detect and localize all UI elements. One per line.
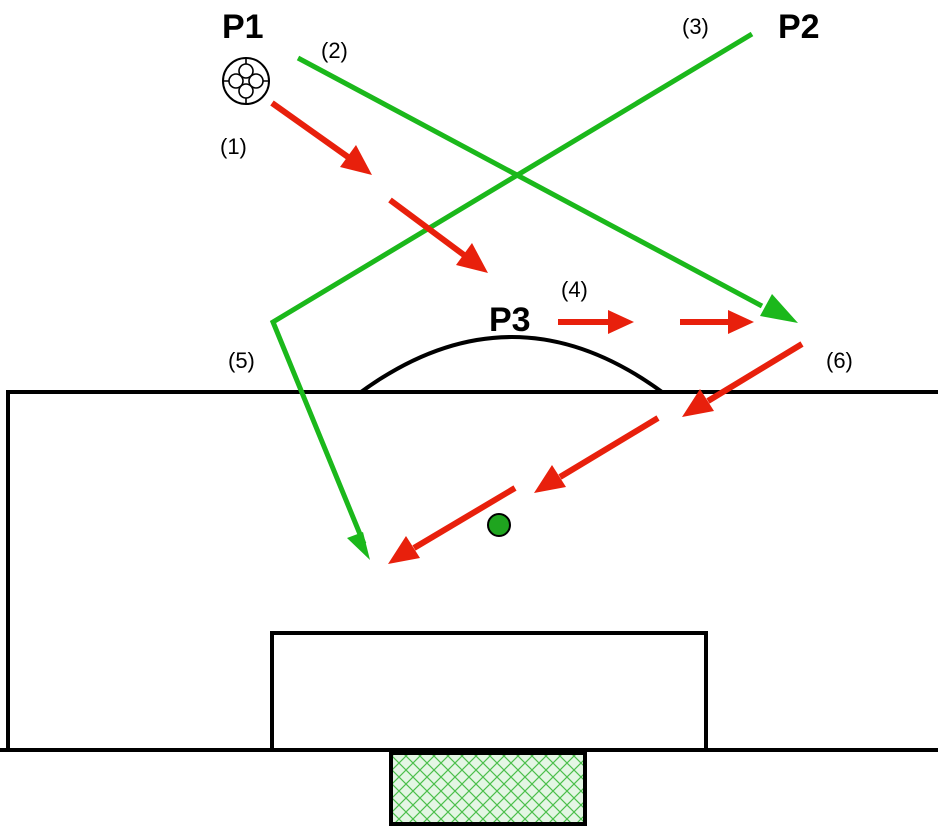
pass-6b [558,415,660,480]
step-label-4: (4) [561,277,588,302]
run-path-p1 [296,55,764,309]
pass-6c [412,485,517,551]
penalty-arc [359,335,664,394]
step-label-1: (1) [220,134,247,159]
pass-arrowhead-6a [682,389,714,417]
penalty-area [6,390,938,750]
goal-net [389,751,587,826]
pitch [0,335,938,826]
goal-area [270,631,708,752]
run-arrowheads [347,294,798,560]
step-label-6: (6) [826,348,853,373]
pass-arrowhead-6c [388,536,420,564]
step-label-3: (3) [682,14,709,39]
pass-arrowhead-1a [340,145,372,175]
pass-6a [706,341,804,404]
pass-arrowhead-4a [608,310,634,334]
run-arrowhead-p2 [347,532,370,560]
pass-1b [388,197,466,258]
ball-outline [222,57,270,105]
soccer-ball-icon [222,57,270,105]
penalty-spot [487,513,511,537]
pass-arrowheads [340,145,754,564]
pass-arrowhead-1b [456,243,488,273]
ball-panel-bottom [238,83,254,99]
step-label-5: (5) [228,348,255,373]
player-runs [269,31,764,545]
step-label-2: (2) [321,38,348,63]
run-path-p2 [269,31,754,545]
ball-passes [270,100,804,551]
player-label-p1: P1 [222,8,264,46]
pass-1a [270,100,350,160]
pass-arrowhead-6b [534,465,566,493]
player-label-p2: P2 [778,8,820,46]
pass-arrowhead-4b [728,310,754,334]
run-arrowhead-p1 [760,294,798,323]
player-label-p3: P3 [489,301,531,339]
ball-seams [223,58,269,104]
